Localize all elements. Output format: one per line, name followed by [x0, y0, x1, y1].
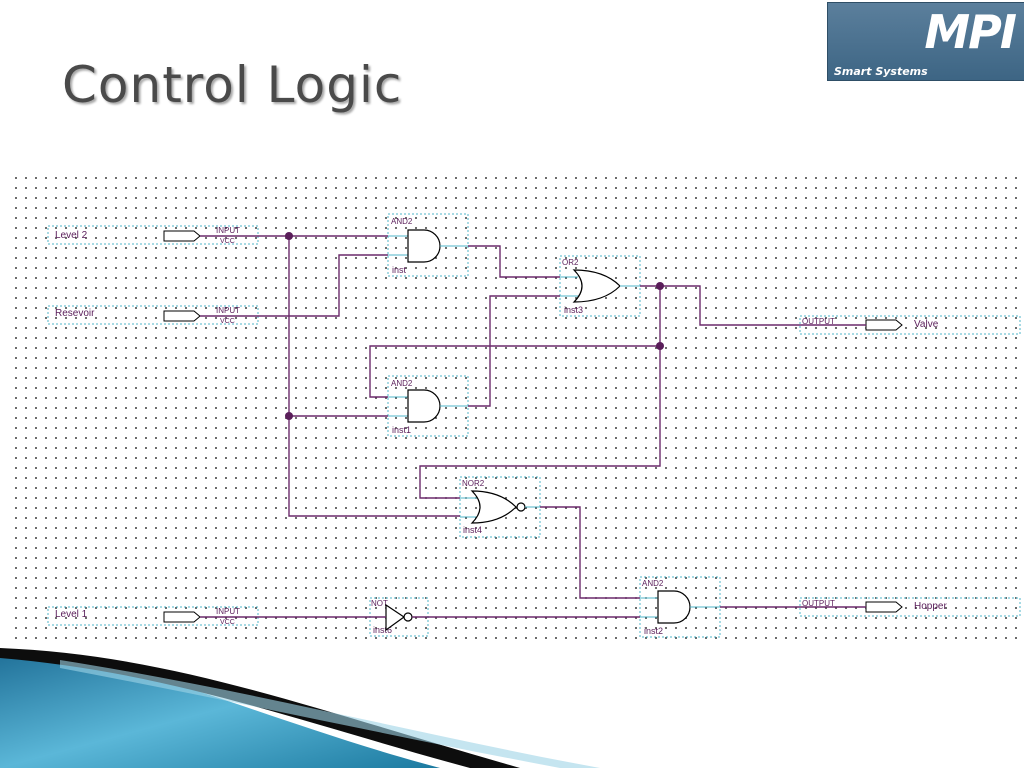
slide-title: Control Logic: [62, 56, 403, 114]
input-type: INPUT: [216, 306, 240, 315]
and-gate-inst: AND2 inst: [387, 213, 469, 277]
junctions: [285, 232, 664, 420]
gate-type: NOT: [371, 599, 388, 608]
output-name: Hopper: [914, 601, 947, 612]
wire-resevoir: [200, 254, 388, 317]
input-name: Level 2: [55, 230, 88, 241]
wire-level2-to-nor: [288, 236, 460, 517]
wire-feedback-and1: [369, 345, 660, 398]
gate-inst: inst2: [644, 626, 663, 636]
nor-gate-inst4: NOR2 inst4: [459, 476, 541, 538]
gate-inst: inst3: [564, 305, 583, 315]
and-gate-inst2: AND2 inst2: [639, 576, 721, 638]
junction-dot: [656, 342, 664, 350]
output-type: OUTPUT: [802, 599, 835, 608]
gate-type: NOR2: [462, 479, 485, 488]
output-pin-valve: OUTPUT Valve: [799, 315, 1021, 335]
company-logo: MPI Smart Systems: [827, 2, 1024, 81]
wire-nor-to-and2: [540, 506, 640, 599]
gate-inst: inst: [392, 265, 407, 275]
wire-and1-to-or: [468, 295, 560, 407]
input-type: INPUT: [216, 226, 240, 235]
gate-inst: inst1: [392, 425, 411, 435]
output-pin-hopper: OUTPUT Hopper: [799, 597, 1021, 617]
logic-schematic: Level 2 INPUT VCC Resevoir INPUT VCC Lev…: [8, 170, 1024, 642]
gate-type: AND2: [391, 217, 413, 226]
junction-dot: [285, 232, 293, 240]
wires: [200, 235, 866, 618]
wire-and-to-or: [468, 245, 560, 278]
input-pin-resevoir: Resevoir INPUT VCC: [47, 305, 259, 325]
junction-dot: [656, 282, 664, 290]
junction-dot: [285, 412, 293, 420]
input-name: Resevoir: [55, 308, 95, 319]
input-vcc: VCC: [220, 238, 235, 245]
gate-type: AND2: [642, 579, 664, 588]
schematic-canvas: Level 2 INPUT VCC Resevoir INPUT VCC Lev…: [47, 213, 1021, 638]
input-type: INPUT: [216, 607, 240, 616]
gate-type: AND2: [391, 379, 413, 388]
input-pin-level1: Level 1 INPUT VCC: [47, 606, 259, 626]
input-vcc: VCC: [220, 619, 235, 626]
or-gate-inst3: OR2 inst3: [559, 255, 641, 317]
output-type: OUTPUT: [802, 317, 835, 326]
wire-or-to-valve: [640, 285, 866, 326]
footer-swoosh: [0, 648, 600, 768]
input-pin-level2: Level 2 INPUT VCC: [47, 225, 259, 245]
logo-mark: MPI: [924, 5, 1017, 59]
gate-inst: inst4: [463, 525, 482, 535]
input-vcc: VCC: [220, 318, 235, 325]
logo-subtitle: Smart Systems: [834, 65, 928, 78]
gate-type: OR2: [562, 258, 579, 267]
gate-inst: inst6: [373, 625, 392, 635]
output-name: Valve: [914, 319, 939, 330]
wire-feedback-nor: [419, 286, 661, 499]
and-gate-inst1: AND2 inst1: [387, 375, 469, 437]
input-name: Level 1: [55, 609, 88, 620]
